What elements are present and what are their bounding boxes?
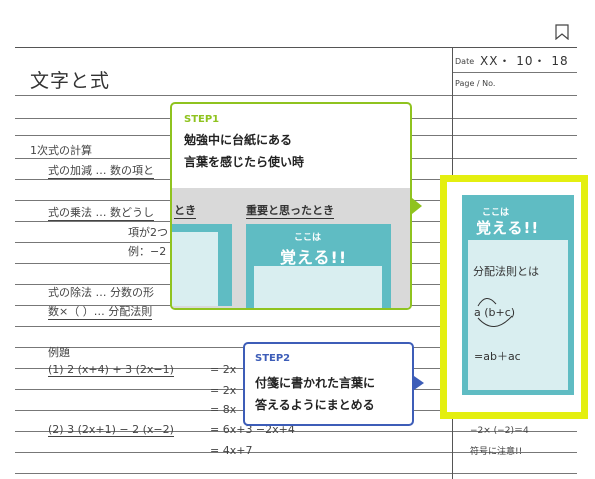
step1-line2: 言葉を感じたら使い時 [184, 155, 305, 169]
step2-tag: STEP2 [255, 353, 291, 364]
sticky-line1: 分配法則とは [473, 265, 539, 278]
step2-pointer [414, 376, 424, 390]
margin-note: 符号に注意!! [470, 447, 523, 457]
margin-note: −2× (−2)＝4 [470, 426, 529, 436]
note-line: = 4x+7 [210, 444, 253, 457]
note-line: = 8x [210, 403, 237, 416]
sticky-note-body [468, 240, 568, 390]
note-line: = 6x+3 −2x+4 [210, 423, 295, 436]
header-divider [15, 47, 577, 48]
sticky-result: =ab＋ac [474, 350, 521, 363]
page-title: 文字と式 [30, 70, 111, 92]
illustration-label-left: とき [174, 204, 196, 219]
step1-line1: 勉強中に台紙にある [184, 133, 293, 147]
bookmark-icon[interactable] [555, 24, 569, 40]
note-line: = 2x [210, 384, 237, 397]
step1-callout: STEP1 勉強中に台紙にある 言葉を感じたら使い時 とき 重要と思ったとき た… [170, 102, 412, 310]
ruled-line [15, 95, 577, 96]
note-line: (2) 3 (2x+1) − 2 (x−2) [48, 423, 174, 437]
step2-line1: 付箋に書かれた言葉に [255, 376, 376, 390]
page-number-label: Page / No. [455, 79, 496, 88]
sticky-note-left-body [172, 232, 218, 306]
ruled-line [15, 452, 577, 453]
illustration-label-right: 重要と思ったとき [246, 204, 334, 219]
sticky-note-right: ここは 覚える!! [246, 224, 391, 308]
ruled-line [15, 326, 577, 327]
note-line: 例題 [48, 346, 70, 359]
date-label: Date [455, 57, 475, 66]
sticky-small-text: ここは [482, 208, 510, 218]
step2-callout: STEP2 付箋に書かれた言葉に 答えるようにまとめる [243, 342, 414, 426]
ruled-line [15, 431, 577, 432]
sticky-big-text: 覚える!! [476, 219, 540, 237]
note-line: = 2x [210, 363, 237, 376]
note-line: 例：−2 [128, 245, 167, 258]
sticky-note-small-text: ここは [294, 233, 322, 243]
note-line: 1次式の計算 [30, 144, 92, 157]
sticky-note-right-body [254, 266, 382, 308]
note-line: 項が2つ [128, 226, 168, 239]
step1-tag: STEP1 [184, 114, 220, 125]
note-line: 数×（ ）… 分配法則 [48, 305, 153, 320]
note-line: 式の加減 … 数の項と [48, 164, 154, 179]
distribution-arrows-icon [477, 298, 513, 327]
note-line: (1) 2 (x+4) + 3 (2x−1) [48, 363, 174, 377]
sticky-note-big-text: 覚える!! [280, 248, 348, 267]
ruled-line [452, 72, 577, 73]
step1-illustration: とき 重要と思ったとき た？ ここは 覚える!! [172, 188, 410, 308]
date-value: XX・ 10・ 18 [480, 54, 569, 68]
sticky-formula: a (b+c) [474, 306, 516, 319]
note-line: 式の乗法 … 数どうし [48, 206, 154, 221]
step2-line2: 答えるようにまとめる [255, 398, 375, 412]
step1-pointer [412, 198, 422, 214]
ruled-line [15, 473, 577, 474]
note-line: 式の除法 … 分数の形 [48, 286, 154, 299]
